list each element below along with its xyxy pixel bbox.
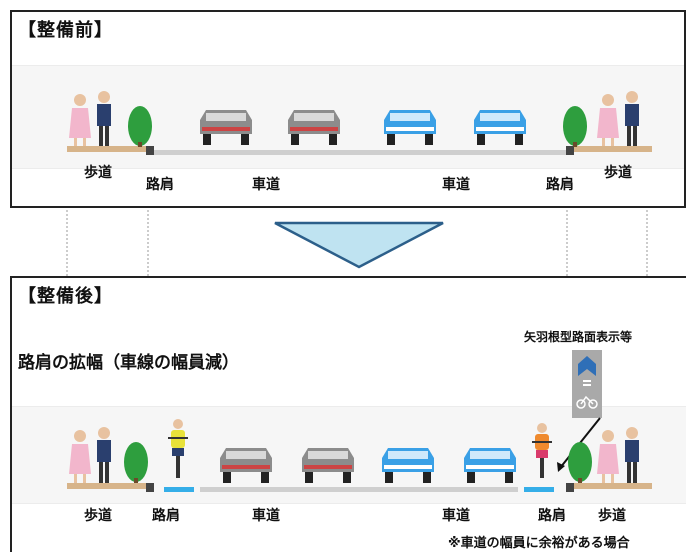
shoulder-left-curb — [146, 483, 154, 492]
bike-lane-right — [524, 487, 554, 492]
sign-caption: 矢羽根型路面表示等 — [524, 330, 633, 344]
pedestrian-woman-right-icon — [597, 94, 619, 146]
road-surface — [200, 487, 518, 492]
car-gray-1-icon — [220, 448, 272, 483]
before-title: 【整備前】 — [18, 20, 113, 41]
road-surface — [154, 150, 568, 155]
down-arrow-icon — [274, 221, 444, 269]
after-label-shoulder-left: 路肩 — [152, 508, 180, 524]
car-blue-1-icon — [382, 448, 434, 483]
after-title: 【整備後】 — [18, 286, 113, 307]
before-cross-section — [67, 91, 652, 155]
car-gray-2-icon — [288, 110, 340, 145]
after-label-sidewalk-left: 歩道 — [84, 508, 112, 524]
before-label-shoulder-right: 路肩 — [546, 177, 574, 193]
arrow-road-marking-sign-icon — [572, 350, 602, 418]
pedestrian-woman-left-icon — [69, 94, 91, 146]
before-label-lane-left: 車道 — [252, 177, 280, 193]
after-label-shoulder-right: 路肩 — [538, 508, 566, 524]
after-label-lane-left: 車道 — [252, 508, 280, 524]
cyclist-right-icon — [532, 423, 552, 478]
shoulder-right-curb — [566, 146, 574, 155]
car-blue-2-icon — [464, 448, 516, 483]
sidewalk-right-strip — [574, 146, 652, 152]
sidewalk-left-strip — [67, 483, 147, 489]
sidewalk-right-strip — [574, 483, 652, 489]
shoulder-right-curb — [566, 483, 574, 492]
before-label-lane-right: 車道 — [442, 177, 470, 193]
before-label-sidewalk-left: 歩道 — [84, 165, 112, 181]
pedestrian-woman-left-icon — [69, 430, 91, 483]
bike-lane-left — [164, 487, 194, 492]
condition-note: ※車道の幅員に余裕がある場合 — [448, 536, 630, 551]
panel-before: 【整備前】 — [10, 10, 686, 208]
before-label-sidewalk-right: 歩道 — [604, 165, 632, 181]
after-subtitle: 路肩の拡幅（車線の幅員減） — [18, 353, 239, 373]
pedestrian-man-left-icon — [97, 427, 111, 483]
pedestrian-man-right-icon — [625, 427, 639, 483]
shoulder-left-curb — [146, 146, 154, 155]
pedestrian-woman-right-icon — [597, 430, 619, 483]
tree-left-icon — [124, 442, 148, 483]
tree-left-icon — [128, 106, 152, 147]
car-blue-1-icon — [384, 110, 436, 145]
tree-right-icon — [568, 442, 592, 483]
before-label-shoulder-left: 路肩 — [146, 177, 174, 193]
after-cross-section — [67, 350, 652, 492]
car-gray-1-icon — [200, 110, 252, 145]
panel-after: 【整備後】 路肩の拡幅（車線の幅員減） 矢羽根型路面表示等 — [10, 276, 686, 552]
pedestrian-man-left-icon — [97, 91, 111, 146]
after-label-sidewalk-right: 歩道 — [598, 508, 626, 524]
car-gray-2-icon — [302, 448, 354, 483]
sidewalk-left-strip — [67, 146, 147, 152]
pedestrian-man-right-icon — [625, 91, 639, 146]
cyclist-left-icon — [168, 419, 188, 478]
tree-right-icon — [563, 106, 587, 147]
car-blue-2-icon — [474, 110, 526, 145]
after-label-lane-right: 車道 — [442, 508, 470, 524]
